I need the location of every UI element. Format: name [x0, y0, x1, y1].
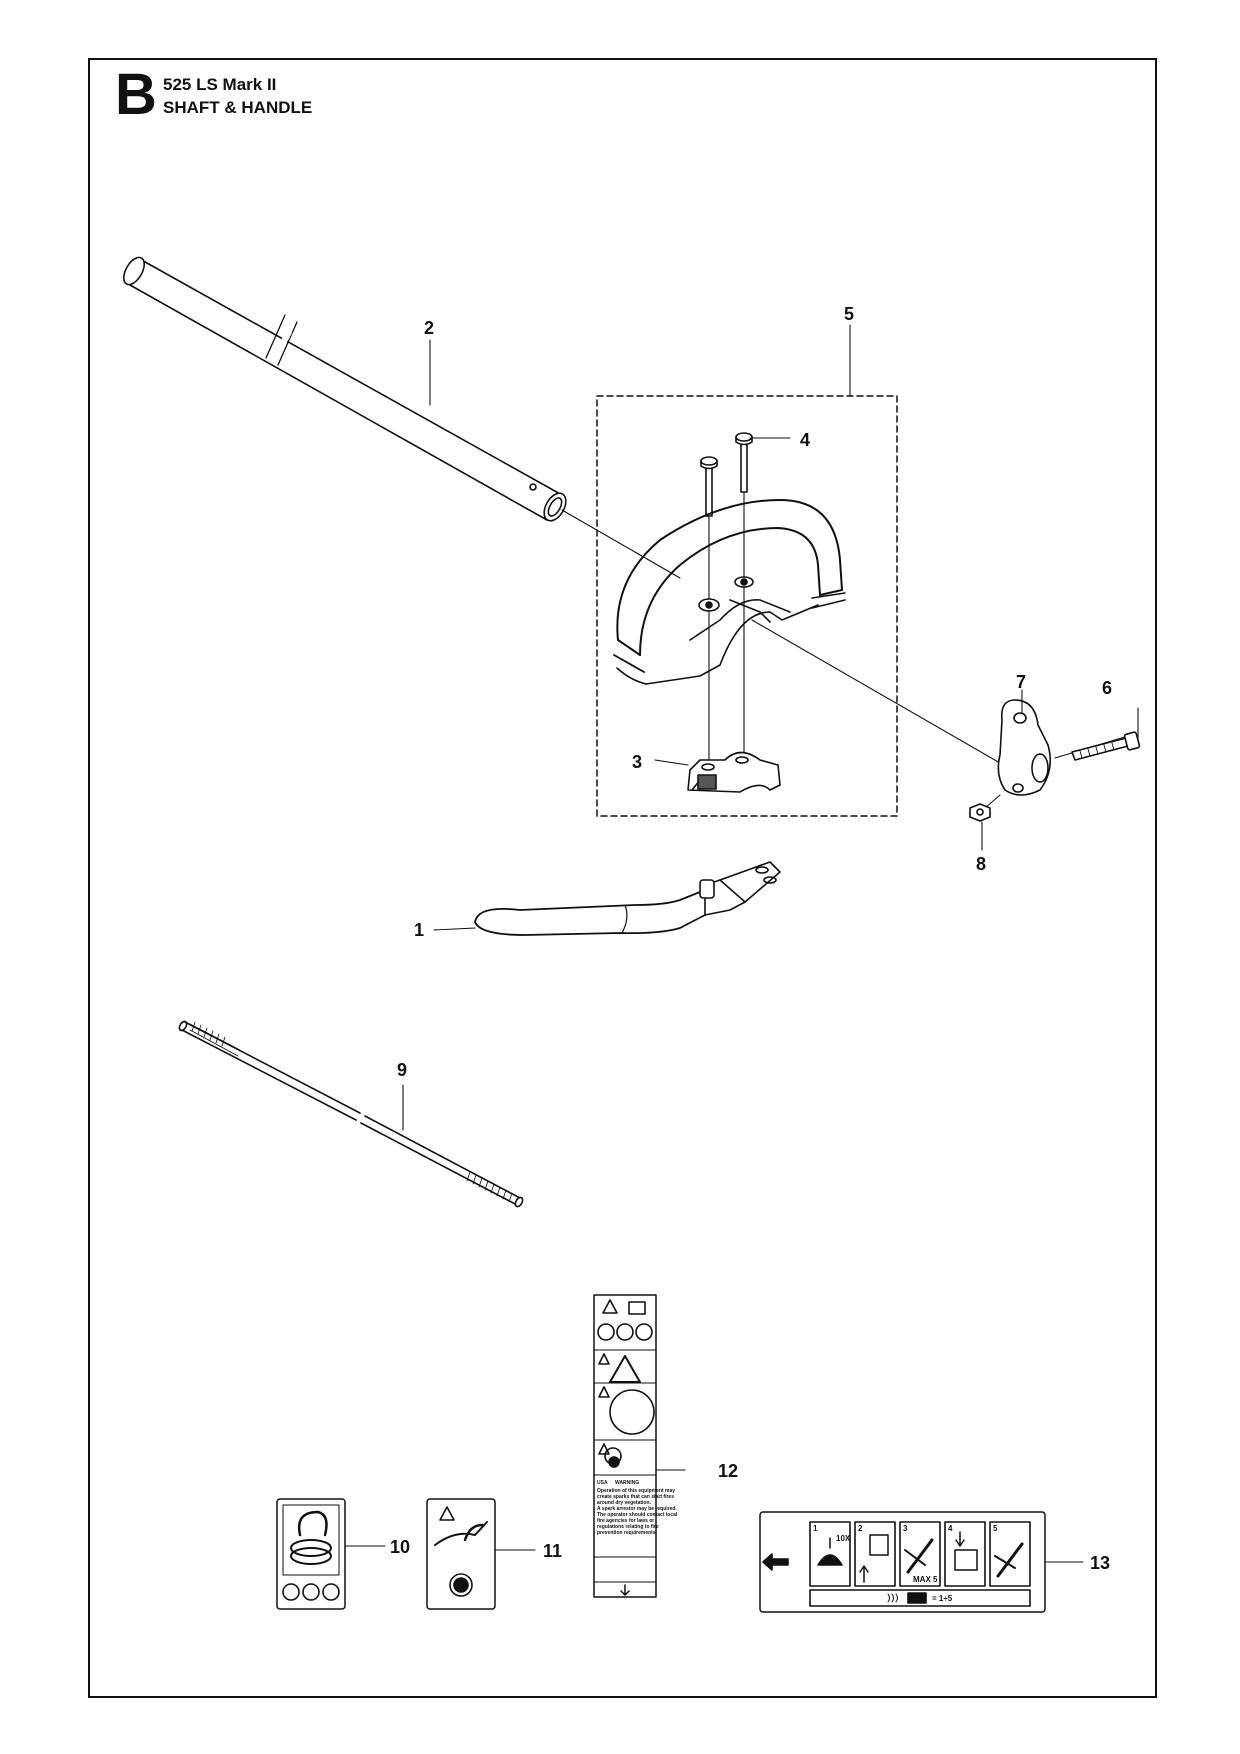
warning-line-5: The operator should contact local — [597, 1512, 678, 1518]
warning-line-3: around dry vegetation. — [597, 1500, 652, 1506]
warning-line-7: regulations relating to fire — [597, 1524, 659, 1530]
callout-12: 12 — [718, 1461, 738, 1481]
decal-hedge — [426, 1498, 536, 1610]
warning-heading: WARNING — [615, 1480, 639, 1486]
warning-line-4: A spark arrestor may be required. — [597, 1506, 677, 1512]
callout-1: 1 — [414, 920, 424, 940]
section-title: SHAFT & HANDLE — [163, 98, 313, 117]
loop-handle-part — [474, 861, 781, 936]
callout-3: 3 — [632, 752, 642, 772]
step-2: 2 — [858, 1524, 863, 1533]
callout-13: 13 — [1090, 1553, 1110, 1573]
front-handle-part — [613, 499, 846, 685]
warning-line-2: create sparks that can start fires — [597, 1494, 674, 1500]
warning-line-8: prevention requirements. — [597, 1530, 658, 1536]
step-1: 1 — [813, 1524, 818, 1533]
decal-starting: 1 2 3 4 5 10X MAX 5 = 1÷5 — [759, 1511, 1084, 1613]
ratio-text: = 1÷5 — [932, 1594, 953, 1603]
page-frame — [88, 58, 1157, 1698]
callout-7: 7 — [1016, 672, 1026, 692]
step3-text: MAX 5 — [913, 1575, 938, 1584]
drive-shaft-part — [178, 1020, 524, 1208]
step-5: 5 — [993, 1524, 998, 1533]
callout-9: 9 — [397, 1060, 407, 1080]
screws-part — [700, 432, 753, 761]
callout-5: 5 — [844, 304, 854, 324]
warning-usa: USA — [597, 1480, 608, 1486]
leader-lines — [402, 324, 1139, 1131]
callout-6: 6 — [1102, 678, 1112, 698]
shaft-clamp-part — [997, 699, 1051, 796]
section-letter: B — [115, 62, 157, 127]
decal-trimmer-head — [276, 1498, 386, 1610]
step-3: 3 — [903, 1524, 908, 1533]
step-4: 4 — [948, 1524, 953, 1533]
warning-line-6: fire agencies for laws or — [597, 1518, 654, 1524]
model-title: 525 LS Mark II — [163, 75, 277, 94]
bolt-part — [1054, 731, 1141, 761]
shaft-tube-part — [122, 256, 1001, 764]
kit-box — [596, 395, 898, 817]
callout-2: 2 — [424, 318, 434, 338]
step1-text: 10X — [836, 1534, 851, 1543]
decal-warning-shaft: USA WARNING Operation of this equipment … — [593, 1294, 686, 1598]
callout-4: 4 — [800, 430, 810, 450]
nut-part — [969, 794, 1001, 822]
warning-line-1: Operation of this equipment may — [597, 1488, 675, 1494]
callout-10: 10 — [390, 1537, 410, 1557]
callout-8: 8 — [976, 854, 986, 874]
handle-clamp-part — [687, 751, 781, 793]
callout-11: 11 — [543, 1541, 562, 1561]
